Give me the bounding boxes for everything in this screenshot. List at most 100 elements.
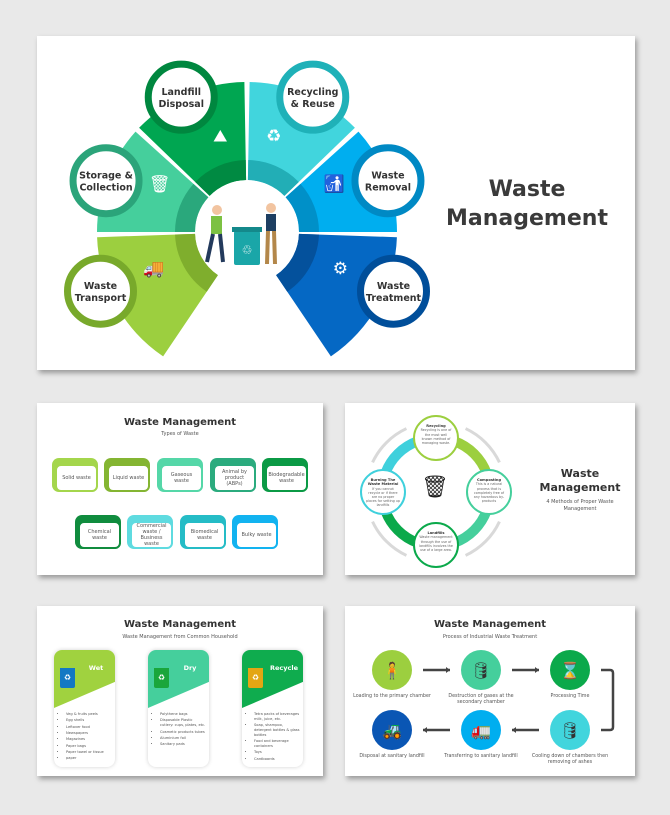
label-circle: [64, 254, 138, 328]
waste-item: Aluminium foil: [160, 736, 206, 741]
ring-segment: [380, 508, 420, 548]
segment-label-line2: Removal: [365, 183, 411, 194]
segment-label-line1: Waste: [84, 281, 117, 292]
cycle-arrow: [371, 520, 408, 557]
slide-subtitle: Types of Waste: [161, 431, 199, 437]
process-step-label: Destruction of gases at the secondary ch…: [448, 694, 514, 706]
waste-item: paper: [66, 756, 112, 761]
ring-segment: [380, 436, 420, 476]
method-text: Waste management through the use of land…: [419, 535, 453, 552]
household-card-dry: ♻DryPolythene bagsDisposable Plastic cut…: [148, 650, 209, 767]
waste-type-label: Liquid waste: [107, 464, 150, 492]
segment-label-line2: Treatment: [366, 293, 422, 304]
waste-item: Leftover food: [66, 725, 112, 730]
waste-item-list: Polythene bagsDisposable Plastic cutlery…: [156, 712, 206, 749]
slide-subtitle: Process of Industrial Waste Treatment: [442, 634, 538, 640]
segment-label-line2: Disposal: [159, 99, 204, 110]
waste-type-card: Gaseous waste: [157, 458, 203, 492]
methods-title: Waste Management: [539, 467, 621, 494]
waste-item: Food and beverage containers: [254, 739, 300, 749]
process-step-circle: ⌛: [550, 650, 590, 690]
dustbin-icon: ♻: [154, 668, 169, 688]
method-text: This is a natural process that is comple…: [473, 482, 505, 503]
waste-type-label: Bulky waste: [235, 521, 278, 549]
methods-slide[interactable]: 🗑 Waste Management 4 Methods of Proper W…: [345, 403, 635, 575]
process-step-label: Loading to the primary chamber: [353, 694, 431, 699]
waste-item: Cosmetic products tubes: [160, 730, 206, 735]
waste-type-label: Solid waste: [55, 464, 98, 492]
waste-item: Polythene bags: [160, 712, 206, 717]
method-title: Landfills: [427, 531, 445, 535]
waste-item: Paper bags: [66, 744, 112, 749]
recycle-bin-icon: ♻: [266, 127, 281, 147]
household-card-wet: ♻WetVeg & fruits peelsEgg shellsLeftover…: [54, 650, 115, 767]
methods-subtitle: 4 Methods of Proper Waste Management: [546, 499, 614, 512]
process-step-label: Cooling down of chambers then removing o…: [531, 754, 609, 766]
label-circle: [69, 144, 143, 218]
waste-type-label: Biodegradable waste: [265, 464, 308, 492]
card-label: Wet: [88, 664, 104, 672]
cycle-arrow: [464, 427, 501, 464]
segment-recycling--reuse: ♻Recycling& Reuse: [247, 60, 355, 196]
slide-title: Waste Management: [433, 619, 547, 630]
label-circle: [356, 254, 430, 328]
segment-inner-band: [175, 183, 209, 232]
process-step-label: Disposal at sanitary landfill: [359, 754, 425, 759]
label-circle: [351, 144, 425, 218]
segment-label-line1: Waste: [371, 171, 404, 182]
process-step-label: Processing Time: [550, 694, 590, 699]
method-text: If you cannot recycle or if there are no…: [366, 486, 400, 508]
waste-type-card: Bulky waste: [232, 515, 278, 549]
waste-type-card: Biodegradable waste: [262, 458, 308, 492]
segment-inner-band: [276, 233, 319, 292]
landfill-icon: ⛰: [213, 127, 227, 147]
man-figure: [212, 205, 222, 215]
industrial-process-slide[interactable]: Waste Management Process of Industrial W…: [345, 606, 635, 776]
waste-item-list: Veg & fruits peelsEgg shellsLeftover foo…: [62, 712, 112, 763]
waste-type-card: Solid waste: [52, 458, 98, 492]
ring-segment: [452, 436, 492, 476]
process-arrows: [423, 667, 615, 733]
household-card-recycle: ♻RecycleTetra packs of beverages milk, j…: [242, 650, 303, 767]
waste-item: Soap, shampoo, detergent bottles & glass…: [254, 723, 300, 738]
waste-type-card: Commercial waste / Business waste: [127, 515, 173, 549]
waste-type-label: Chemical waste: [78, 521, 121, 549]
types-of-waste-slide[interactable]: Waste Management Types of Waste Solid wa…: [37, 403, 323, 575]
people-recycling-illustration: ♲: [205, 203, 277, 265]
person-bin-icon: 🚮: [324, 174, 345, 195]
waste-type-card: Biomedical waste: [180, 515, 226, 549]
main-title: Waste Management: [446, 177, 608, 231]
process-step-circle: 🚛: [461, 710, 501, 750]
segment-label-line2: Transport: [75, 293, 127, 304]
household-waste-slide[interactable]: Waste Management Waste Management from C…: [37, 606, 323, 776]
method-title: Recycling: [426, 424, 446, 428]
segment-inner-band: [175, 233, 218, 292]
truck-icon: 🚚: [143, 259, 164, 279]
return-bracket-arrow: [601, 668, 615, 732]
segment-label-line1: Recycling: [287, 87, 338, 98]
segment-label-line1: Landfill: [161, 87, 201, 98]
waste-item: Tetra packs of beverages milk, juice, et…: [254, 712, 300, 722]
process-step-circle: 🚜: [372, 710, 412, 750]
waste-item: Newspapers: [66, 731, 112, 736]
woman-figure: [266, 203, 276, 213]
waste-type-label: Gaseous waste: [160, 464, 203, 492]
svg-text:♲: ♲: [242, 243, 253, 257]
waste-item: Paper towel or tissue: [66, 750, 112, 755]
segment-inner-band: [195, 160, 247, 196]
segment-storage--collection: 🗑Storage &Collection: [69, 131, 209, 232]
waste-type-label: Biomedical waste: [183, 521, 226, 549]
process-step-circle: 🛢: [550, 710, 590, 750]
method-text: Recycling is one of the most well known …: [420, 428, 452, 445]
ring-segment: [452, 508, 492, 548]
process-step-circle: 🧍: [372, 650, 412, 690]
method-title: Burning The Waste Material: [367, 478, 399, 487]
bin-icon: 🗑: [149, 175, 171, 195]
waste-item: Egg shells: [66, 718, 112, 723]
